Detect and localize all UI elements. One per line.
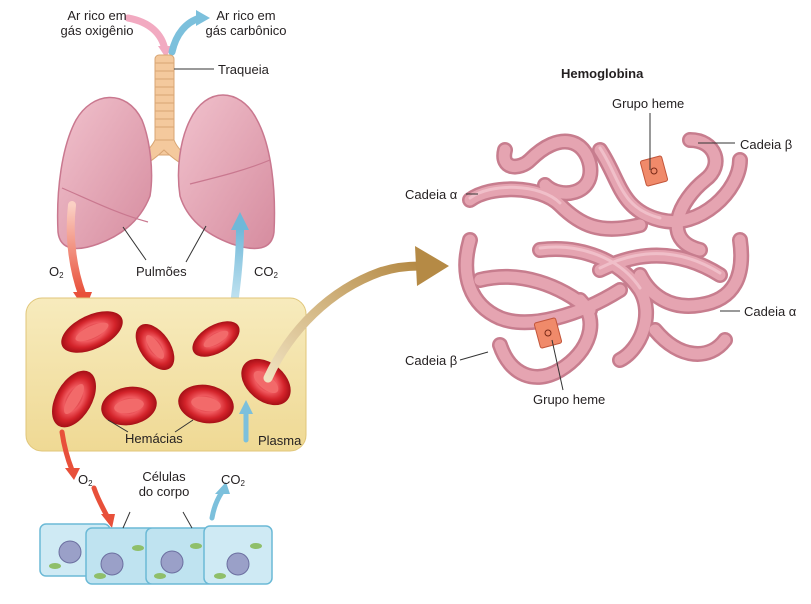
o2-lower-base: O [78,472,89,487]
co2-lower-base: CO [221,472,241,487]
alpha-right-label: Cadeia α [744,304,797,319]
air-in-line-2: gás oxigênio [60,23,134,38]
body-cells-line-1: Células [142,469,186,484]
right-lung [177,94,276,250]
body-cells [39,523,273,585]
cells-leader-left [107,419,129,433]
hemoglobin-molecule [458,132,750,385]
cells-leader-right [174,419,194,433]
red-cell [178,384,234,424]
air-out-line-2: gás carbônico [205,23,287,38]
body-cells-line-2: do corpo [138,484,190,499]
air-out-label: Ar rico em gás carbônico [198,8,294,38]
plasma-label: Plasma [258,433,302,448]
co2-label-upper: CO2 [254,264,278,283]
body-cell [145,527,215,585]
trachea-label: Traqueia [218,62,269,77]
body-cell [203,525,273,585]
red-cell [101,386,157,426]
body-cells-leader-left [122,511,131,529]
red-cell [52,370,96,428]
co2-upper-sub: 2 [273,271,278,280]
air-in-label: Ar rico em gás oxigênio [52,8,142,38]
lungs-label: Pulmões [136,264,187,279]
heme-group-top [639,155,669,187]
co2-lower-sub: 2 [240,479,245,488]
hemoglobin-leaders [459,113,740,391]
co2-label-lower: CO2 [221,472,245,491]
body-cells-label: Células do corpo [122,469,206,499]
zoom-arrow [263,246,449,383]
hemoglobin-title: Hemoglobina [561,66,644,81]
o2-upper-sub: 2 [59,271,64,280]
red-cell [192,321,240,357]
o2-lower-sub: 2 [88,479,93,488]
body-cell [85,527,157,585]
beta-left-label: Cadeia β [405,353,458,368]
heme-bottom-label: Grupo heme [533,392,606,407]
o2-label-upper: O2 [49,264,64,283]
alpha-left-label: Cadeia α [405,187,458,202]
heme-top-label: Grupo heme [612,96,685,111]
o2-arrow-lower [59,429,115,528]
body-cells-leader-right [182,511,193,529]
air-out-arrow [168,10,210,56]
red-cell [61,311,123,353]
red-cells-label: Hemácias [125,431,183,446]
co2-arrow-lower [209,400,253,521]
air-out-line-1: Ar rico em [216,8,276,23]
heme-group-bottom [533,317,563,349]
air-in-line-1: Ar rico em [67,8,127,23]
lungs-leader-right [185,225,207,263]
beta-top-label: Cadeia β [740,137,793,152]
o2-label-lower: O2 [78,472,93,491]
left-lung [56,96,153,250]
air-in-arrow [124,14,172,58]
co2-upper-base: CO [254,264,274,279]
o2-upper-base: O [49,264,60,279]
lungs-leader-left [122,226,147,261]
red-cell [135,324,175,370]
